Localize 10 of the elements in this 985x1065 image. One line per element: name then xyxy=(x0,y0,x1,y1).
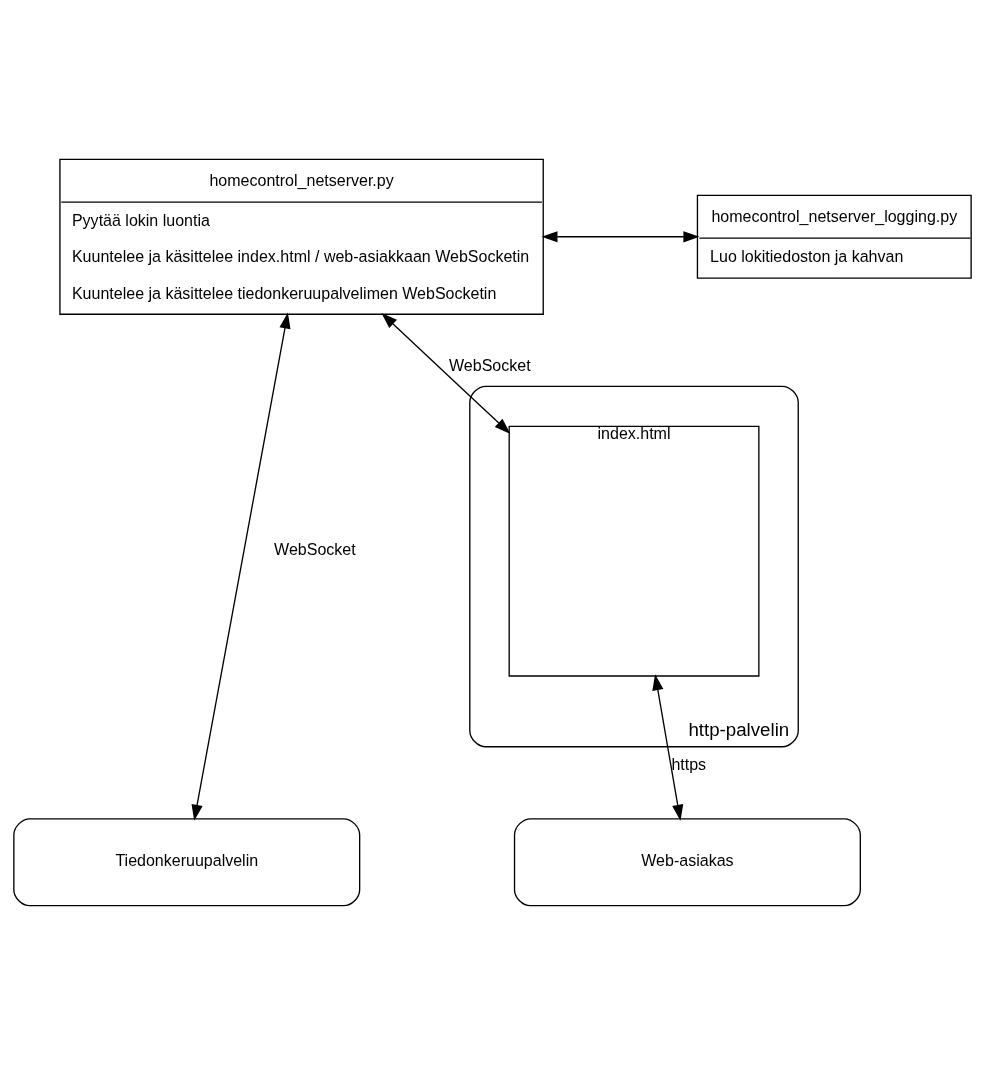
arrow xyxy=(381,313,511,434)
arrow xyxy=(541,231,700,243)
edge-label: WebSocket xyxy=(274,540,356,559)
edge-label: https xyxy=(671,755,707,774)
node-box: Tiedonkeruupalvelin xyxy=(13,818,361,907)
edge-label: WebSocket xyxy=(449,356,531,375)
arrow xyxy=(191,312,291,821)
node-box: Web-asiakas xyxy=(513,818,861,907)
arrow xyxy=(652,674,684,821)
node-box: index.html xyxy=(508,425,760,677)
